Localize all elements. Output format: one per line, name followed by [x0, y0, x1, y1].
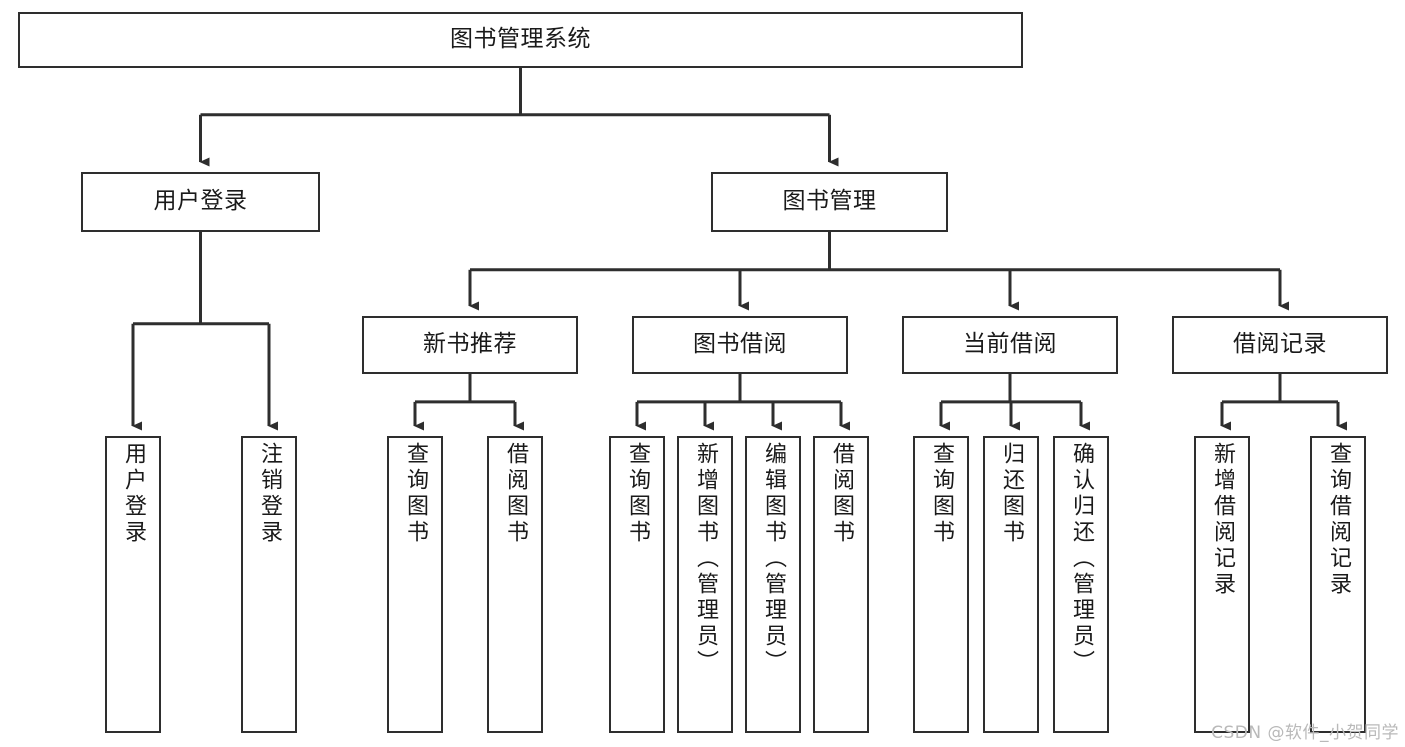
- node-leaf-add-record[interactable]: 新增借阅记录: [1194, 436, 1250, 733]
- node-leaf-logout-login-label: 注销登录: [257, 442, 282, 546]
- node-book-management[interactable]: 图书管理: [711, 172, 948, 232]
- csdn-watermark: CSDN @软件_小贺同学: [1211, 723, 1399, 743]
- node-leaf-edit-book-label: 编辑图书（管理员）: [761, 442, 786, 676]
- node-leaf-query-book-2[interactable]: 查询图书: [609, 436, 665, 733]
- node-new-book-recommend[interactable]: 新书推荐: [362, 316, 578, 374]
- node-book-borrow-label: 图书借阅: [693, 331, 787, 358]
- node-borrow-record-label: 借阅记录: [1233, 331, 1327, 358]
- node-root-label: 图书管理系统: [450, 26, 591, 53]
- node-new-book-recommend-label: 新书推荐: [423, 331, 517, 358]
- node-root[interactable]: 图书管理系统: [18, 12, 1023, 68]
- node-leaf-query-book-2-label: 查询图书: [625, 442, 650, 546]
- node-leaf-add-book-label: 新增图书（管理员）: [693, 442, 718, 676]
- node-leaf-confirm-return[interactable]: 确认归还（管理员）: [1053, 436, 1109, 733]
- node-borrow-record[interactable]: 借阅记录: [1172, 316, 1388, 374]
- node-leaf-return-book[interactable]: 归还图书: [983, 436, 1039, 733]
- node-leaf-query-record[interactable]: 查询借阅记录: [1310, 436, 1366, 733]
- node-leaf-borrow-book-2-label: 借阅图书: [829, 442, 854, 546]
- node-leaf-user-login-label: 用户登录: [121, 442, 146, 546]
- node-leaf-edit-book[interactable]: 编辑图书（管理员）: [745, 436, 801, 733]
- node-leaf-user-login[interactable]: 用户登录: [105, 436, 161, 733]
- node-leaf-query-book-1[interactable]: 查询图书: [387, 436, 443, 733]
- node-leaf-query-book-1-label: 查询图书: [403, 442, 428, 546]
- node-leaf-query-book-3[interactable]: 查询图书: [913, 436, 969, 733]
- node-leaf-query-book-3-label: 查询图书: [929, 442, 954, 546]
- node-leaf-logout-login[interactable]: 注销登录: [241, 436, 297, 733]
- node-leaf-query-record-label: 查询借阅记录: [1326, 442, 1351, 598]
- node-leaf-add-book[interactable]: 新增图书（管理员）: [677, 436, 733, 733]
- node-current-borrow[interactable]: 当前借阅: [902, 316, 1118, 374]
- node-user-login-label: 用户登录: [153, 188, 248, 215]
- node-current-borrow-label: 当前借阅: [963, 331, 1057, 358]
- node-leaf-confirm-return-label: 确认归还（管理员）: [1069, 442, 1094, 676]
- node-book-management-label: 图书管理: [782, 188, 877, 215]
- node-leaf-add-record-label: 新增借阅记录: [1210, 442, 1235, 598]
- node-book-borrow[interactable]: 图书借阅: [632, 316, 848, 374]
- node-leaf-borrow-book-1[interactable]: 借阅图书: [487, 436, 543, 733]
- node-user-login[interactable]: 用户登录: [81, 172, 320, 232]
- node-leaf-return-book-label: 归还图书: [999, 442, 1024, 546]
- node-leaf-borrow-book-2[interactable]: 借阅图书: [813, 436, 869, 733]
- node-leaf-borrow-book-1-label: 借阅图书: [503, 442, 528, 546]
